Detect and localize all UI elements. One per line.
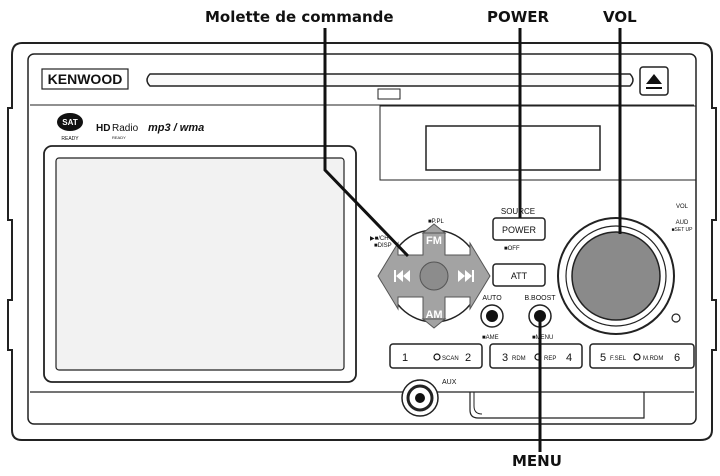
reset-button[interactable] bbox=[671, 313, 681, 323]
sat-radio-logo bbox=[57, 113, 83, 131]
preset-4-num: 4 bbox=[566, 352, 572, 364]
auto-label: AUTO bbox=[482, 295, 502, 302]
leader-control-knob bbox=[323, 28, 410, 258]
hd-sub-text: READY bbox=[112, 135, 126, 140]
aux-jack-center bbox=[415, 393, 425, 403]
brand-box bbox=[41, 68, 129, 90]
aux-label: AUX bbox=[442, 379, 457, 386]
callout-power: POWER bbox=[487, 8, 550, 26]
callout-menu: MENU bbox=[512, 452, 562, 470]
power-button-label: POWER bbox=[502, 225, 537, 235]
next-track-icon bbox=[458, 270, 474, 282]
slot-tab bbox=[377, 88, 401, 100]
preset-4-label: REP bbox=[544, 356, 556, 362]
hd-logo-text: HD bbox=[96, 123, 110, 134]
preset-5-num: 5 bbox=[600, 352, 606, 364]
ame-label: ■AME bbox=[482, 335, 499, 341]
display-window bbox=[425, 125, 601, 171]
aud-label: AUD bbox=[676, 220, 689, 226]
formats-logo: mp3 / wma bbox=[148, 122, 204, 134]
vol-knob[interactable] bbox=[571, 231, 661, 321]
callout-control-knob: Molette de commande bbox=[205, 8, 394, 26]
preset-5-label: F.SEL bbox=[610, 356, 627, 362]
preset-6-label: M.RDM bbox=[643, 356, 663, 362]
cd-slot[interactable] bbox=[146, 73, 634, 87]
off-label: ■OFF bbox=[504, 246, 520, 252]
setup-label: ■SET UP bbox=[672, 227, 694, 233]
bboost-label: B.BOOST bbox=[524, 295, 556, 302]
disp-label-1: ▶■/CH bbox=[370, 236, 389, 242]
eject-icon bbox=[646, 74, 662, 89]
preset-3-num: 3 bbox=[502, 352, 508, 364]
preset-button-1-2[interactable] bbox=[389, 343, 483, 369]
preset-1-num: 1 bbox=[402, 352, 408, 364]
att-button[interactable] bbox=[492, 263, 546, 287]
hd-radio-text: Radio bbox=[112, 123, 139, 134]
preset-1-label: SCAN bbox=[442, 356, 459, 362]
auto-button-center bbox=[486, 310, 498, 322]
preset-3-label: RDM bbox=[512, 356, 526, 362]
callout-vol: VOL bbox=[603, 8, 637, 26]
preset-1-dot bbox=[433, 353, 441, 361]
preset-button-5-6[interactable] bbox=[589, 343, 695, 369]
source-label: SOURCE bbox=[501, 207, 535, 216]
preset-2-num: 2 bbox=[465, 352, 471, 364]
vol-label: VOL bbox=[676, 204, 689, 210]
fm-label: FM bbox=[426, 235, 442, 247]
att-button-label: ATT bbox=[511, 271, 528, 281]
display-area bbox=[379, 105, 697, 181]
pl-label: ■P.PL bbox=[428, 219, 445, 225]
release-latch bbox=[469, 392, 645, 419]
am-label: AM bbox=[425, 309, 442, 321]
prev-track-icon bbox=[394, 270, 410, 282]
faceplate bbox=[27, 53, 697, 425]
control-knob[interactable] bbox=[377, 223, 491, 329]
preset-5-dot bbox=[633, 353, 641, 361]
screen bbox=[55, 157, 345, 371]
preset-6-num: 6 bbox=[674, 352, 680, 364]
brand-logo: KENWOOD bbox=[48, 71, 123, 87]
preset-button-3-4[interactable] bbox=[489, 343, 583, 369]
disp-label-2: ■DISP bbox=[374, 243, 392, 249]
sat-logo-sub: READY bbox=[61, 136, 79, 142]
sat-logo-text: SAT bbox=[62, 118, 78, 127]
menu-small-label: ■MENU bbox=[532, 335, 553, 341]
